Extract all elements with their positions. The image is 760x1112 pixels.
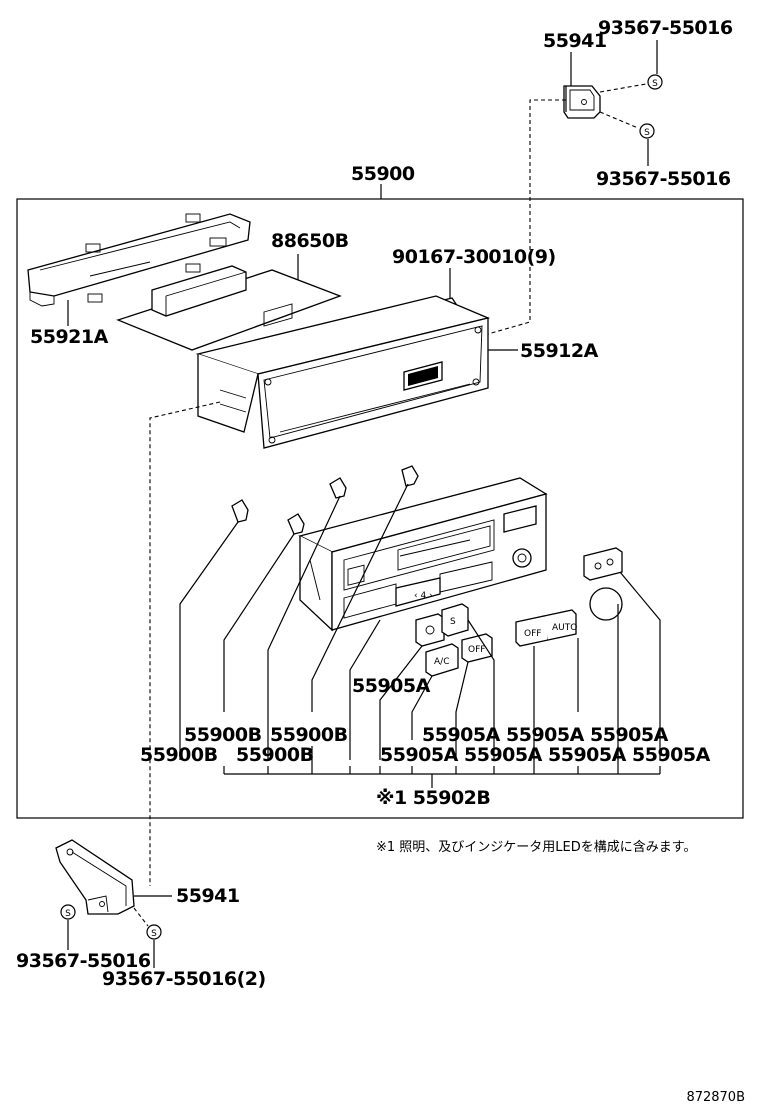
label-screw-top-b: 93567-55016: [596, 168, 731, 190]
label-screw-bottom-b: 93567-55016(2): [102, 968, 266, 990]
label-bulb-3: 55900B: [140, 744, 218, 766]
knob-button-off: OFF: [461, 633, 493, 663]
label-knob-8: 55905A: [632, 744, 711, 766]
svg-text:‹ 4 ›: ‹ 4 ›: [414, 591, 433, 601]
label-knob-7: 55905A: [548, 744, 627, 766]
label-connector: 88650B: [271, 230, 349, 252]
connector-part: [116, 265, 342, 351]
knob-button-auto: AUTO: [543, 609, 577, 641]
label-knob-3: 55905A: [506, 724, 585, 746]
label-screw-bottom-a: 93567-55016: [16, 950, 151, 972]
bulb-1-part: [231, 499, 249, 523]
label-knob-2: 55905A: [422, 724, 501, 746]
svg-text:S: S: [65, 909, 71, 919]
knob-button-1: [415, 613, 445, 647]
svg-text:AUTO: AUTO: [552, 623, 577, 633]
knob-button-off-2: OFF: [515, 615, 549, 647]
footnote: ※1 照明、及びインジケータ用LEDを構成に含みます。: [376, 839, 696, 855]
label-knob-4: 55905A: [590, 724, 669, 746]
label-knob-5: 55905A: [380, 744, 459, 766]
knob-round: [589, 587, 623, 621]
leader-lines-bottom: [179, 483, 661, 788]
figure-id: 872870B: [686, 1090, 745, 1105]
knob-button-fan: [583, 547, 623, 581]
label-frame: 55921A: [30, 326, 109, 348]
svg-text:S: S: [644, 128, 650, 138]
screw-symbol-bottom-b: S: [146, 924, 162, 940]
label-bulb-1: 55900B: [184, 724, 262, 746]
knob-button-ac: A/C: [425, 643, 459, 677]
label-knob-6: 55905A: [464, 744, 543, 766]
svg-text:S: S: [151, 929, 157, 939]
label-assembly: 55900: [351, 163, 415, 185]
housing-part: [195, 295, 491, 449]
bracket-top-part: [563, 85, 601, 119]
label-screw-mid: 90167-30010(9): [392, 246, 556, 268]
frame-part: [27, 213, 251, 307]
screw-symbol-top-a: S: [647, 74, 663, 90]
label-bulb-2: 55900B: [270, 724, 348, 746]
svg-text:S: S: [450, 617, 456, 627]
bracket-bottom-part: [55, 839, 135, 915]
svg-text:A/C: A/C: [434, 657, 449, 667]
label-bracket-top: 55941: [543, 30, 607, 52]
screw-symbol-top-b: S: [639, 123, 655, 139]
label-bulb-4: 55900B: [236, 744, 314, 766]
control-panel-part: ‹ 4 ›: [298, 477, 548, 632]
svg-text:S: S: [652, 79, 658, 89]
label-bracket-bottom: 55941: [176, 885, 240, 907]
svg-text:OFF: OFF: [524, 629, 541, 639]
assembly-box: [16, 198, 744, 819]
screw-symbol-bottom-a: S: [60, 904, 76, 920]
label-knob-1: 55905A: [352, 675, 431, 697]
knob-button-2: S: [441, 603, 469, 637]
label-screw-top-a: 93567-55016: [598, 17, 733, 39]
dash-top-bracket: [487, 99, 566, 335]
dash-bottom-bracket: [149, 401, 221, 886]
bulb-4-part: [401, 465, 419, 487]
label-housing: 55912A: [520, 340, 599, 362]
bulb-2-part: [287, 513, 305, 535]
svg-text:OFF: OFF: [468, 645, 485, 655]
label-panel: ※1 55902B: [376, 787, 490, 809]
bulb-3-part: [329, 477, 347, 499]
